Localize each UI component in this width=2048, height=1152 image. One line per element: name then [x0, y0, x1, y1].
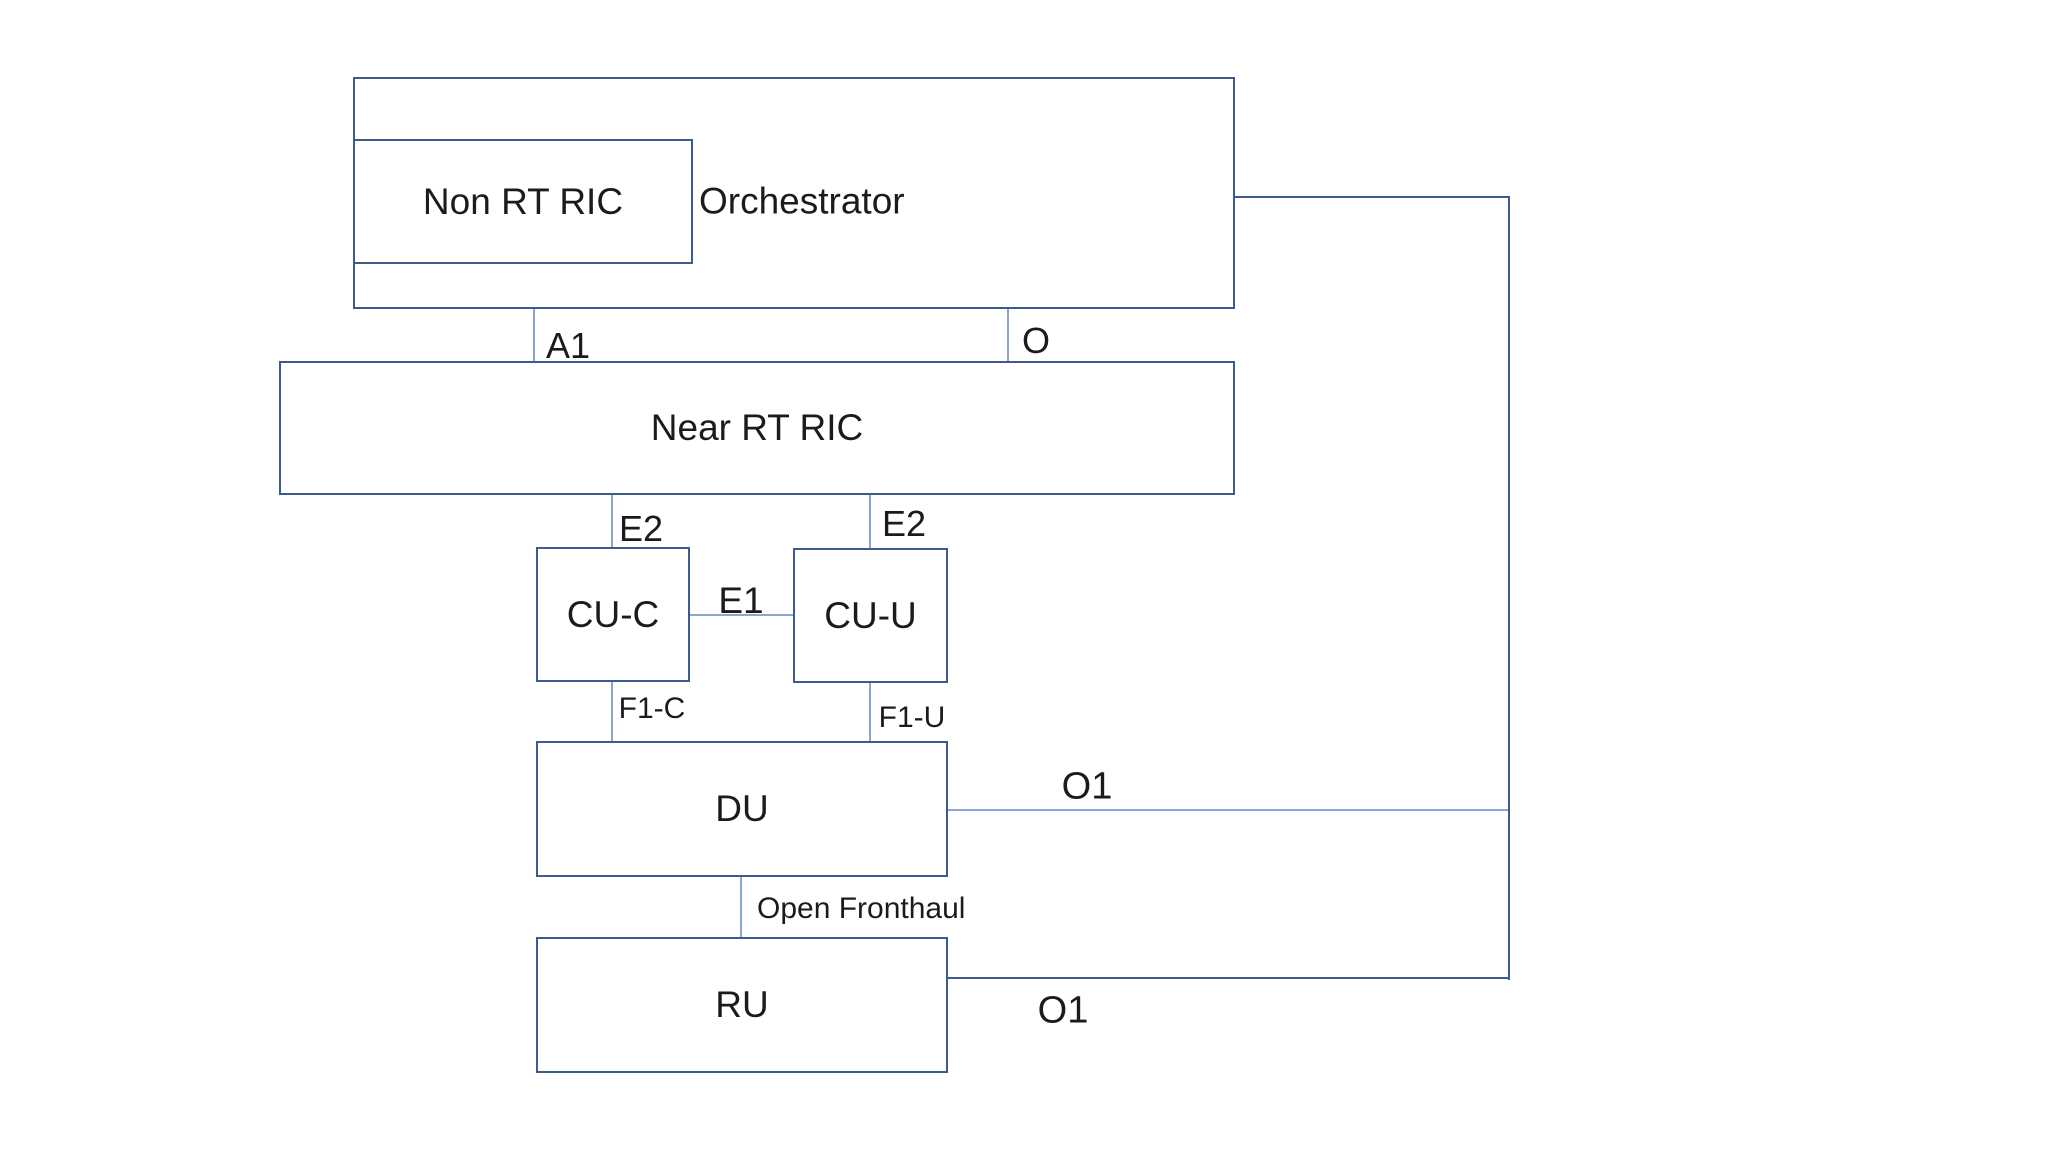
ru-box: RU — [536, 937, 948, 1073]
cu-c-box: CU-C — [536, 547, 690, 682]
a1-interface-label: A1 — [545, 325, 591, 366]
du-box: DU — [536, 741, 948, 877]
non-rt-ric-box: Non RT RIC — [353, 139, 693, 264]
open-fronthaul-interface-label: Open Fronthaul — [757, 892, 966, 925]
o1-du-connector-line — [948, 809, 1509, 811]
cu-c-label: CU-C — [566, 593, 660, 635]
e2-left-interface-label: E2 — [618, 508, 664, 549]
ru-label: RU — [715, 984, 769, 1025]
o1-ru-connector-line — [948, 977, 1510, 979]
e2-right-connector-line — [869, 495, 871, 548]
f1-u-connector-line — [869, 683, 871, 741]
orchestrator-label: Orchestrator — [699, 180, 905, 222]
f1-c-connector-line — [611, 682, 613, 741]
non-rt-ric-label: Non RT RIC — [422, 180, 624, 222]
e1-interface-label: E1 — [718, 580, 764, 621]
cu-u-label: CU-U — [824, 594, 917, 636]
o-interface-label: O — [1021, 320, 1051, 361]
near-rt-ric-box: Near RT RIC — [279, 361, 1235, 495]
e1-connector-line — [690, 614, 793, 616]
cu-u-box: CU-U — [793, 548, 948, 683]
o1-ru-interface-label: O1 — [1037, 989, 1089, 1032]
open-fronthaul-connector-line — [740, 877, 742, 937]
a1-connector-line — [533, 309, 535, 361]
f1-u-interface-label: F1-U — [878, 701, 946, 734]
right-vertical-connector-line — [1508, 196, 1510, 980]
o1-du-interface-label: O1 — [1061, 765, 1113, 808]
f1-c-interface-label: F1-C — [618, 692, 686, 725]
e2-right-interface-label: E2 — [881, 503, 927, 544]
o-connector-line — [1007, 309, 1009, 361]
near-rt-ric-label: Near RT RIC — [650, 407, 864, 448]
e2-left-connector-line — [611, 495, 613, 547]
orchestrator-right-connector-line — [1235, 196, 1510, 198]
du-label: DU — [715, 788, 769, 829]
